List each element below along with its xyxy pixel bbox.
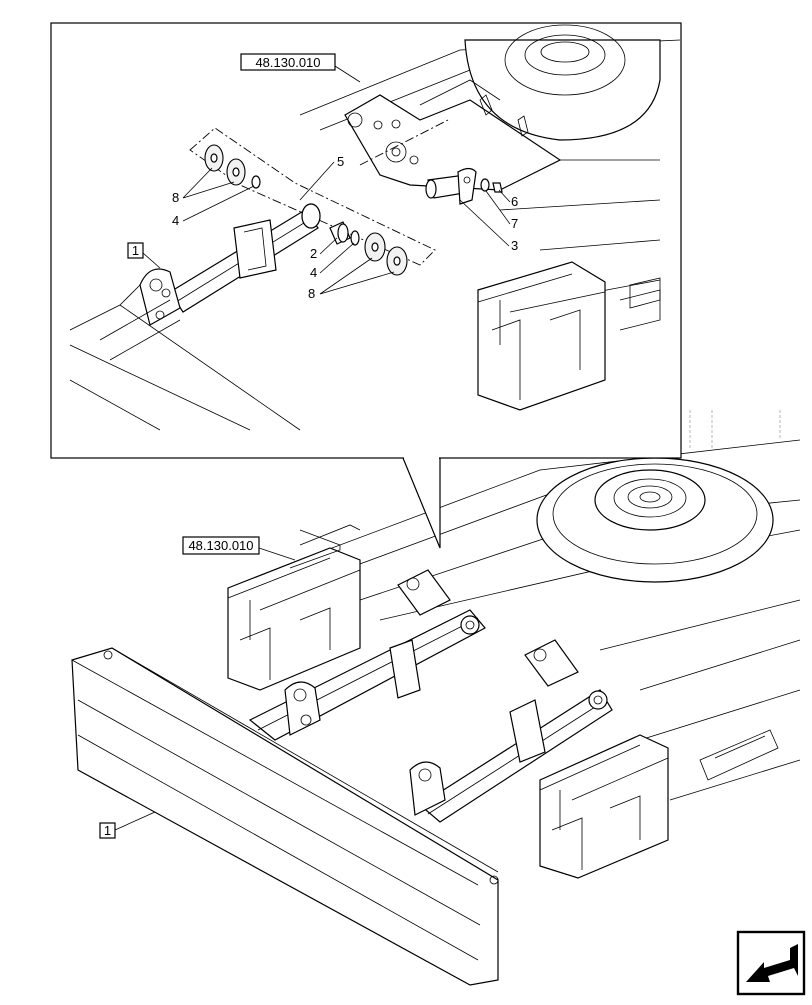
detail-callout-1[interactable]: 1 <box>127 242 161 269</box>
callout-4-left-label: 4 <box>172 213 179 228</box>
callout-4-left[interactable]: 4 <box>172 185 255 228</box>
callout-7[interactable]: 7 <box>485 190 518 231</box>
bolt-item-6 <box>492 182 503 193</box>
left-washers <box>204 144 261 189</box>
dozer-blade <box>71 647 499 986</box>
machine-frame <box>299 410 801 801</box>
detail-ref-box[interactable]: 48.130.010 <box>240 53 361 83</box>
callout-7-label: 7 <box>511 216 518 231</box>
main-assembly-view: 48.130.010 1 <box>71 410 801 986</box>
callout-3[interactable]: 3 <box>459 199 518 253</box>
arrow-to-previous-page-icon[interactable] <box>736 930 806 996</box>
right-washers <box>329 221 408 276</box>
callout-8-left[interactable]: 8 <box>172 167 235 205</box>
callout-8-right[interactable]: 8 <box>308 257 395 301</box>
lift-arms <box>248 569 613 823</box>
main-callout-1-label: 1 <box>104 823 111 838</box>
callout-3-label: 3 <box>511 238 518 253</box>
left-track-frame <box>227 524 361 691</box>
callout-2-label: 2 <box>310 246 317 261</box>
callout-2[interactable]: 2 <box>310 237 338 261</box>
rod-eye-item-5 <box>301 203 321 229</box>
detail-callout-1-label: 1 <box>132 243 139 258</box>
callout-8-right-label: 8 <box>308 286 315 301</box>
washer-item-7 <box>480 178 490 192</box>
detail-frame-body <box>299 24 681 331</box>
callout-8-left-label: 8 <box>172 190 179 205</box>
detail-pointer <box>402 457 441 549</box>
pin-item-3 <box>425 167 477 205</box>
callout-4-right[interactable]: 4 <box>310 242 355 280</box>
right-track-frame <box>539 729 779 879</box>
detail-view: 48.130.010 1 5 8 4 2 4 <box>50 22 682 549</box>
callout-6-label: 6 <box>511 194 518 209</box>
detail-track-frame <box>477 261 661 411</box>
explode-guide <box>189 127 436 266</box>
detail-ref-code: 48.130.010 <box>255 55 320 70</box>
main-ref-code: 48.130.010 <box>188 538 253 553</box>
callout-4-right-label: 4 <box>310 265 317 280</box>
callout-6[interactable]: 6 <box>498 189 518 209</box>
callout-5[interactable]: 5 <box>299 154 344 201</box>
main-ref-box[interactable]: 48.130.010 <box>182 536 296 561</box>
main-callout-1[interactable]: 1 <box>99 811 156 839</box>
callout-5-label: 5 <box>337 154 344 169</box>
